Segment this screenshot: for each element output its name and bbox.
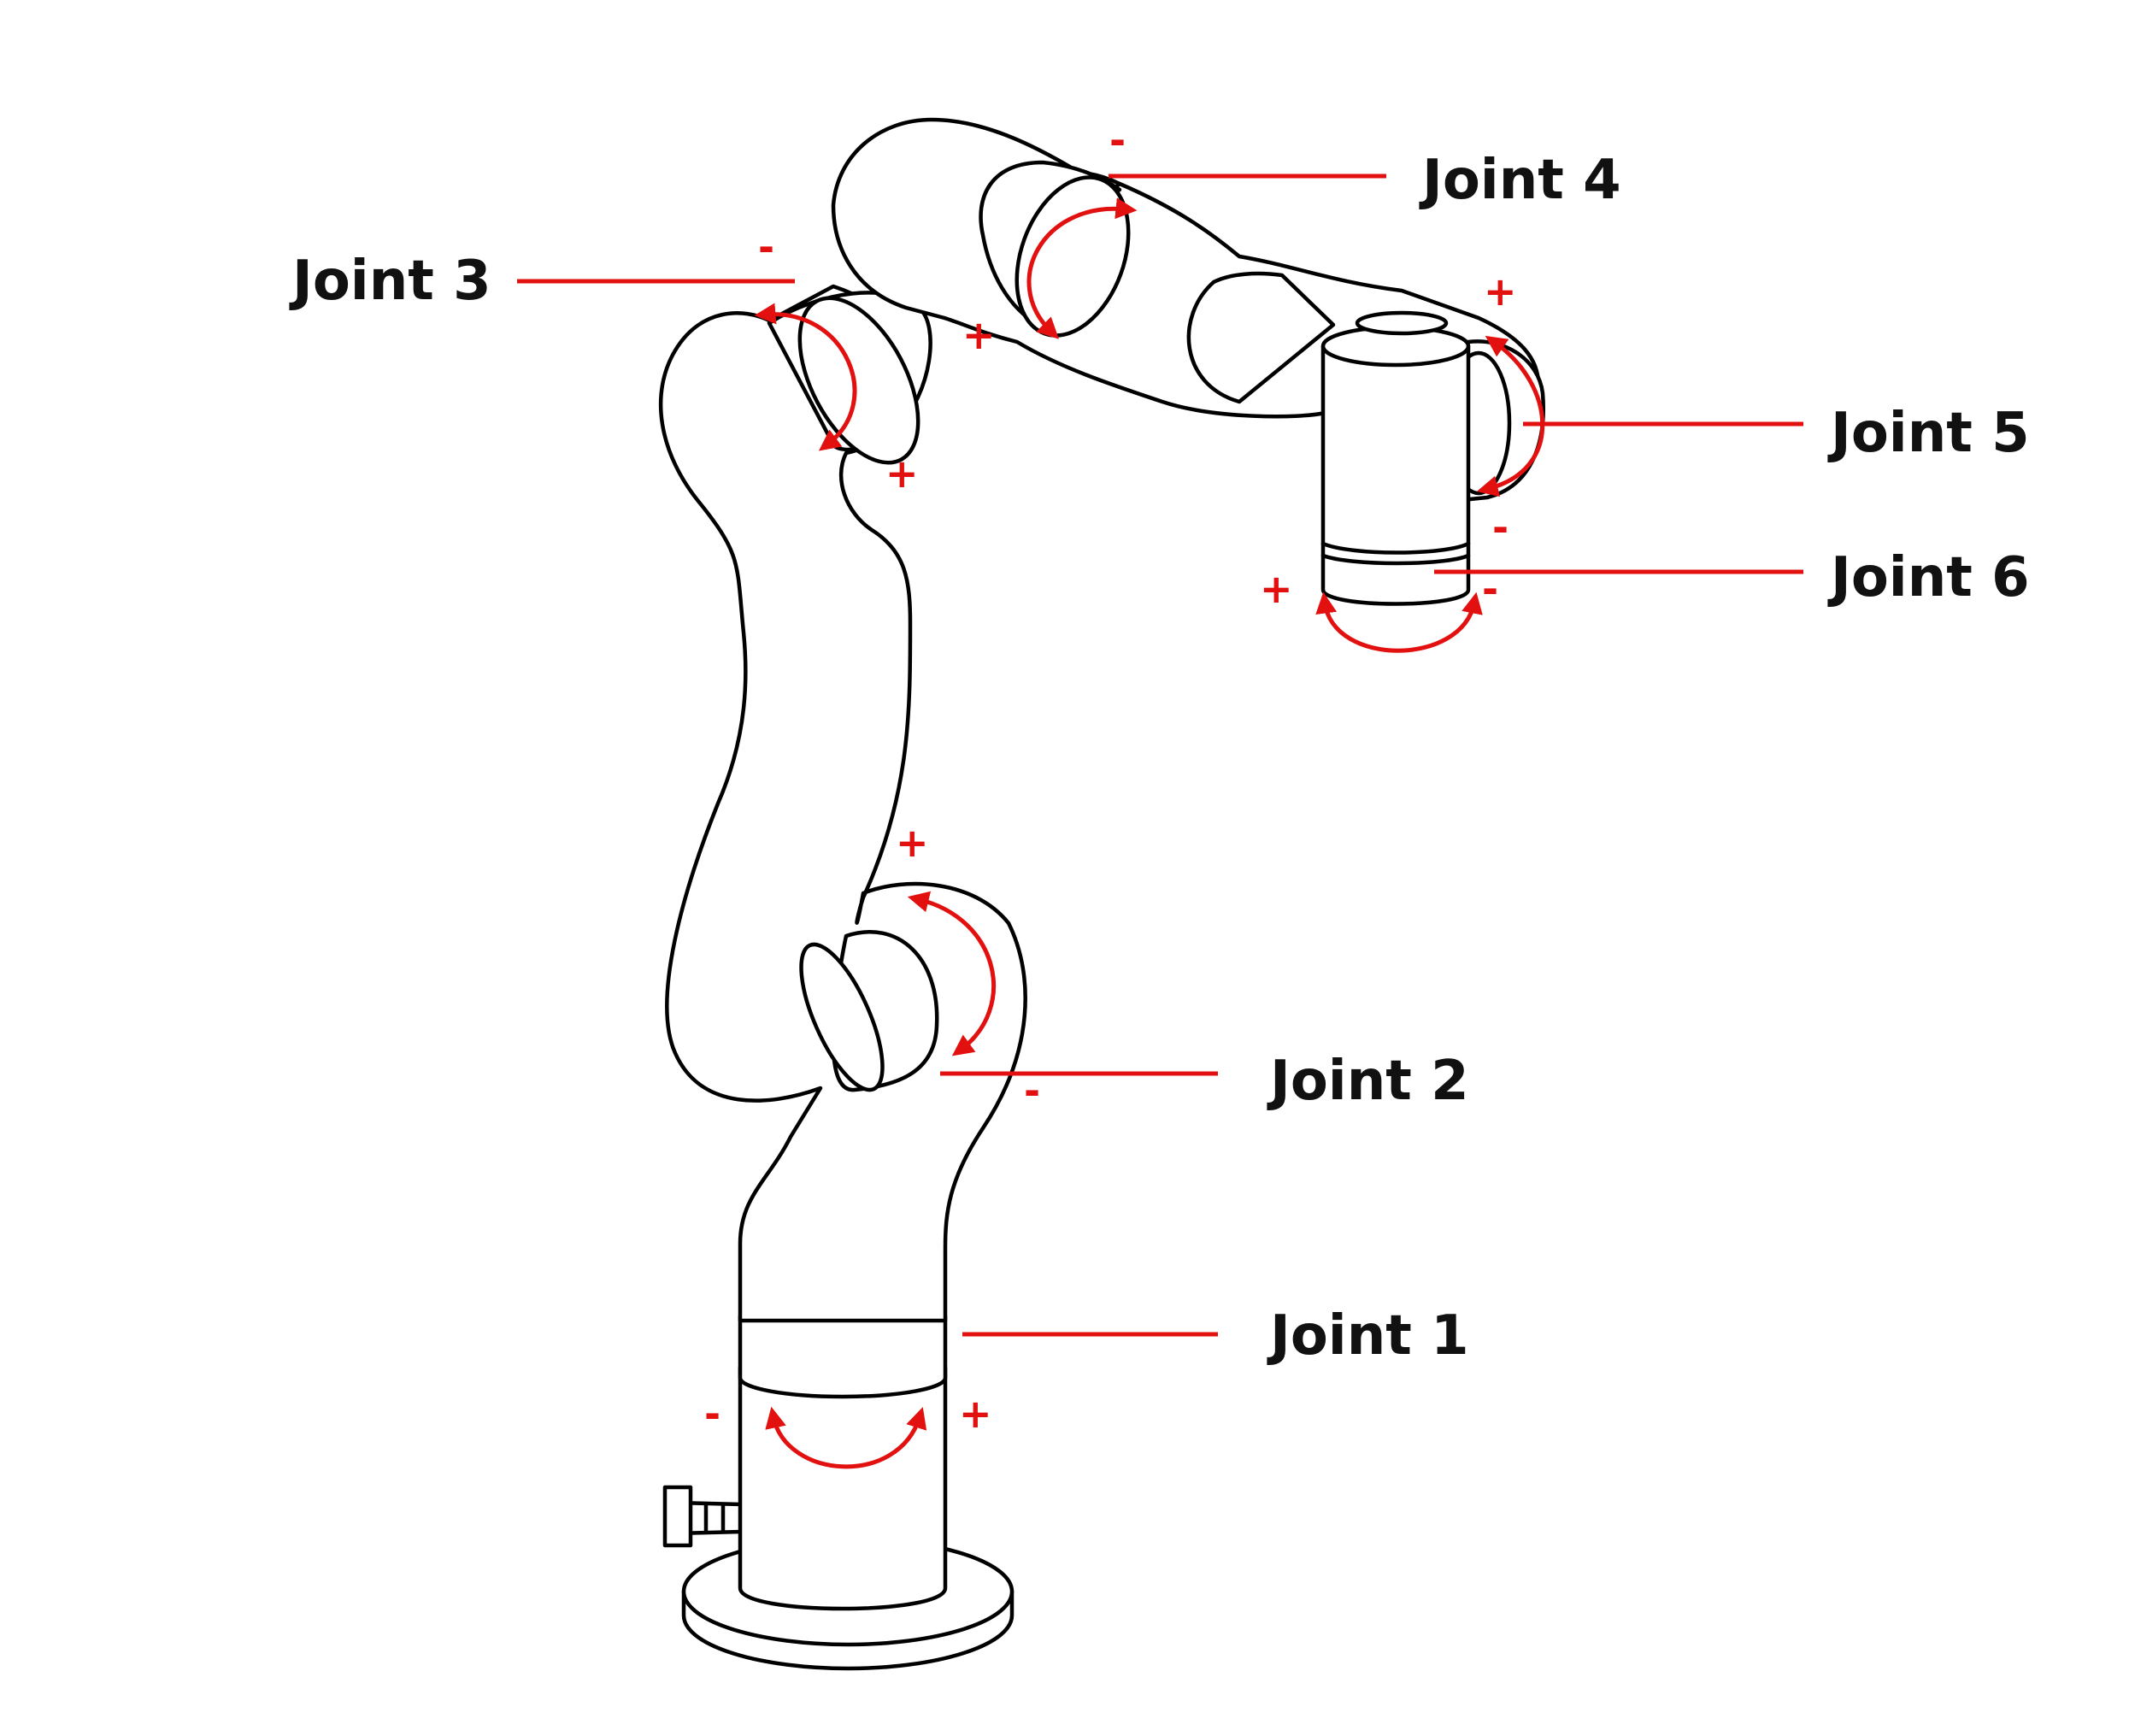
- joint-1-label: Joint 1: [1267, 1304, 1469, 1368]
- leader-lines: [517, 174, 1803, 1337]
- upper-link: [658, 284, 1027, 1323]
- joint-4-label: Joint 4: [1419, 149, 1621, 212]
- joint-4-minus-sign: -: [1109, 117, 1126, 163]
- joint-5-plus-sign: +: [1484, 268, 1517, 315]
- joint-3-label: Joint 3: [289, 250, 491, 313]
- joint-3-minus-sign: -: [758, 224, 774, 270]
- joint-6-cylinder: [1320, 310, 1471, 606]
- rotation-arrows: [754, 197, 1545, 1469]
- joint-1-rotation-arrow: [765, 1406, 927, 1469]
- joint-6-label: Joint 6: [1827, 546, 2030, 609]
- joint-5-label: Joint 5: [1827, 402, 2030, 465]
- joint-6-rotation-arrow: [1315, 591, 1483, 653]
- joint-1-minus-sign: -: [704, 1391, 720, 1437]
- joint-3-rotation-arrow: [754, 303, 857, 451]
- joint-5-minus-sign: -: [1492, 504, 1509, 550]
- joint-2-minus-sign: -: [1024, 1068, 1040, 1114]
- joint-2-plus-sign: +: [896, 820, 929, 866]
- direction-signs: - + + - - + - + + - + -: [704, 117, 1517, 1437]
- joint-6-minus-sign: -: [1482, 566, 1498, 612]
- joint-6-plus-sign: +: [1260, 566, 1293, 612]
- joint-4-plus-sign: +: [962, 312, 996, 358]
- joint-labels: Joint 1 Joint 2 Joint 3 Joint 4 Joint 5 …: [289, 149, 2030, 1368]
- joint-2-rotation-arrow: [907, 891, 996, 1056]
- joint-1-plus-sign: +: [959, 1391, 992, 1437]
- cable-connector: [662, 1485, 744, 1548]
- joint-3-plus-sign: +: [885, 450, 919, 497]
- base-column: [738, 1314, 948, 1611]
- joint-2-label: Joint 2: [1267, 1050, 1469, 1113]
- joint-4-rotation-arrow: [1026, 197, 1138, 339]
- robot-arm-illustration: [658, 117, 1545, 1671]
